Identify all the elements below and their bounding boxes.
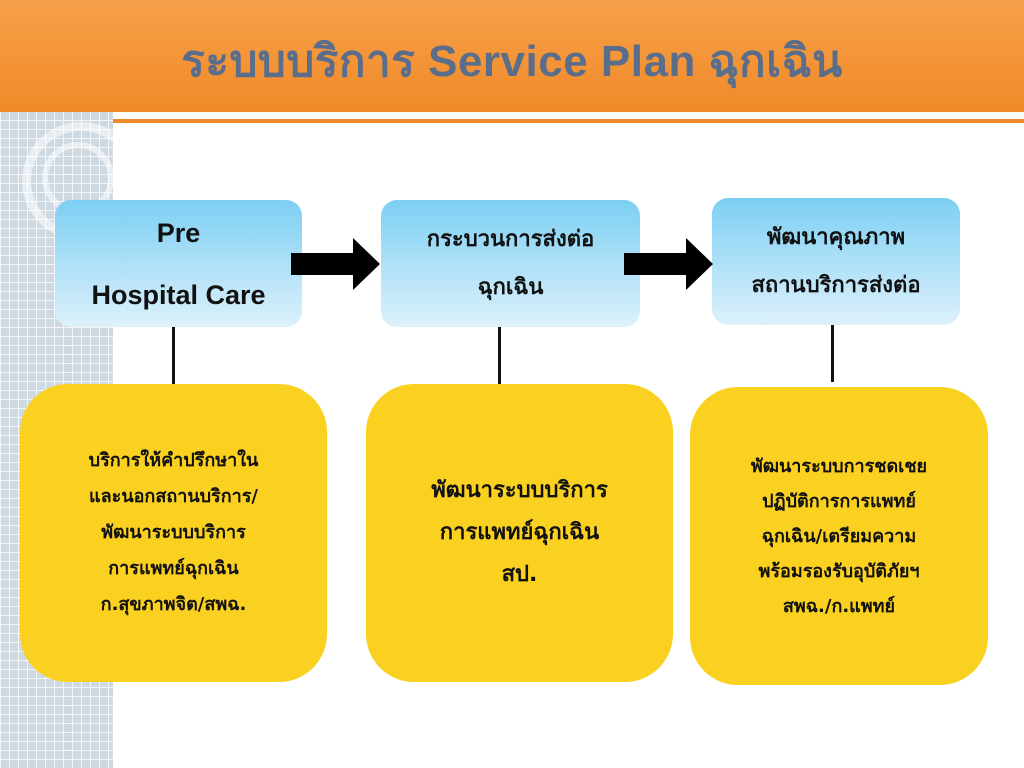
detail-text-line: ปฏิบัติการการแพทย์ xyxy=(762,490,916,512)
right-arrow-icon xyxy=(291,238,380,290)
stage-box-referral-process: กระบวนการส่งต่อ ฉุกเฉิน xyxy=(381,200,640,327)
detail-box-referral: พัฒนาระบบบริการ การแพทย์ฉุกเฉิน สป. xyxy=(366,384,673,682)
connector-line xyxy=(172,327,175,384)
stage-box-quality-development: พัฒนาคุณภาพ สถานบริการส่งต่อ xyxy=(712,198,960,325)
stage-label-line: ฉุกเฉิน xyxy=(477,274,544,300)
stage-label-line: Pre xyxy=(156,217,201,248)
detail-text-line: และนอกสถานบริการ/ xyxy=(89,486,258,507)
detail-text-line: พัฒนาระบบบริการ xyxy=(101,522,246,543)
detail-text-line: สพฉ./ก.แพทย์ xyxy=(782,595,896,617)
detail-box-quality: พัฒนาระบบการชดเชย ปฏิบัติการการแพทย์ ฉุก… xyxy=(690,387,988,685)
stage-label-line: กระบวนการส่งต่อ xyxy=(426,226,595,252)
detail-text-line: บริการให้คำปรึกษาใน xyxy=(88,450,259,471)
slide-title: ระบบบริการ Service Plan ฉุกเฉิน xyxy=(181,37,843,86)
stage-label-line: Hospital Care xyxy=(91,279,266,310)
stage-box-pre-hospital-care: Pre Hospital Care xyxy=(55,200,302,327)
right-arrow-icon xyxy=(624,238,713,290)
title-bar xyxy=(0,0,1024,112)
header-divider xyxy=(0,119,1024,123)
connector-line xyxy=(831,325,834,382)
detail-text-line: พัฒนาระบบการชดเชย xyxy=(750,455,928,477)
detail-text-line: สป. xyxy=(501,562,538,587)
detail-text-line: พัฒนาระบบบริการ xyxy=(431,478,608,503)
detail-box-pre-hospital: บริการให้คำปรึกษาใน และนอกสถานบริการ/ พั… xyxy=(20,384,327,682)
detail-text-line: การแพทย์ฉุกเฉิน xyxy=(439,520,600,545)
connector-line xyxy=(498,327,501,384)
detail-text-line: พร้อมรองรับอุบัติภัยฯ xyxy=(758,560,920,582)
detail-text-line: ก.สุขภาพจิต/สพฉ. xyxy=(100,594,247,615)
detail-text-line: การแพทย์ฉุกเฉิน xyxy=(108,558,239,579)
stage-label-line: พัฒนาคุณภาพ xyxy=(766,224,906,250)
stage-label-line: สถานบริการส่งต่อ xyxy=(751,272,921,298)
detail-text-line: ฉุกเฉิน/เตรียมความ xyxy=(761,525,917,547)
